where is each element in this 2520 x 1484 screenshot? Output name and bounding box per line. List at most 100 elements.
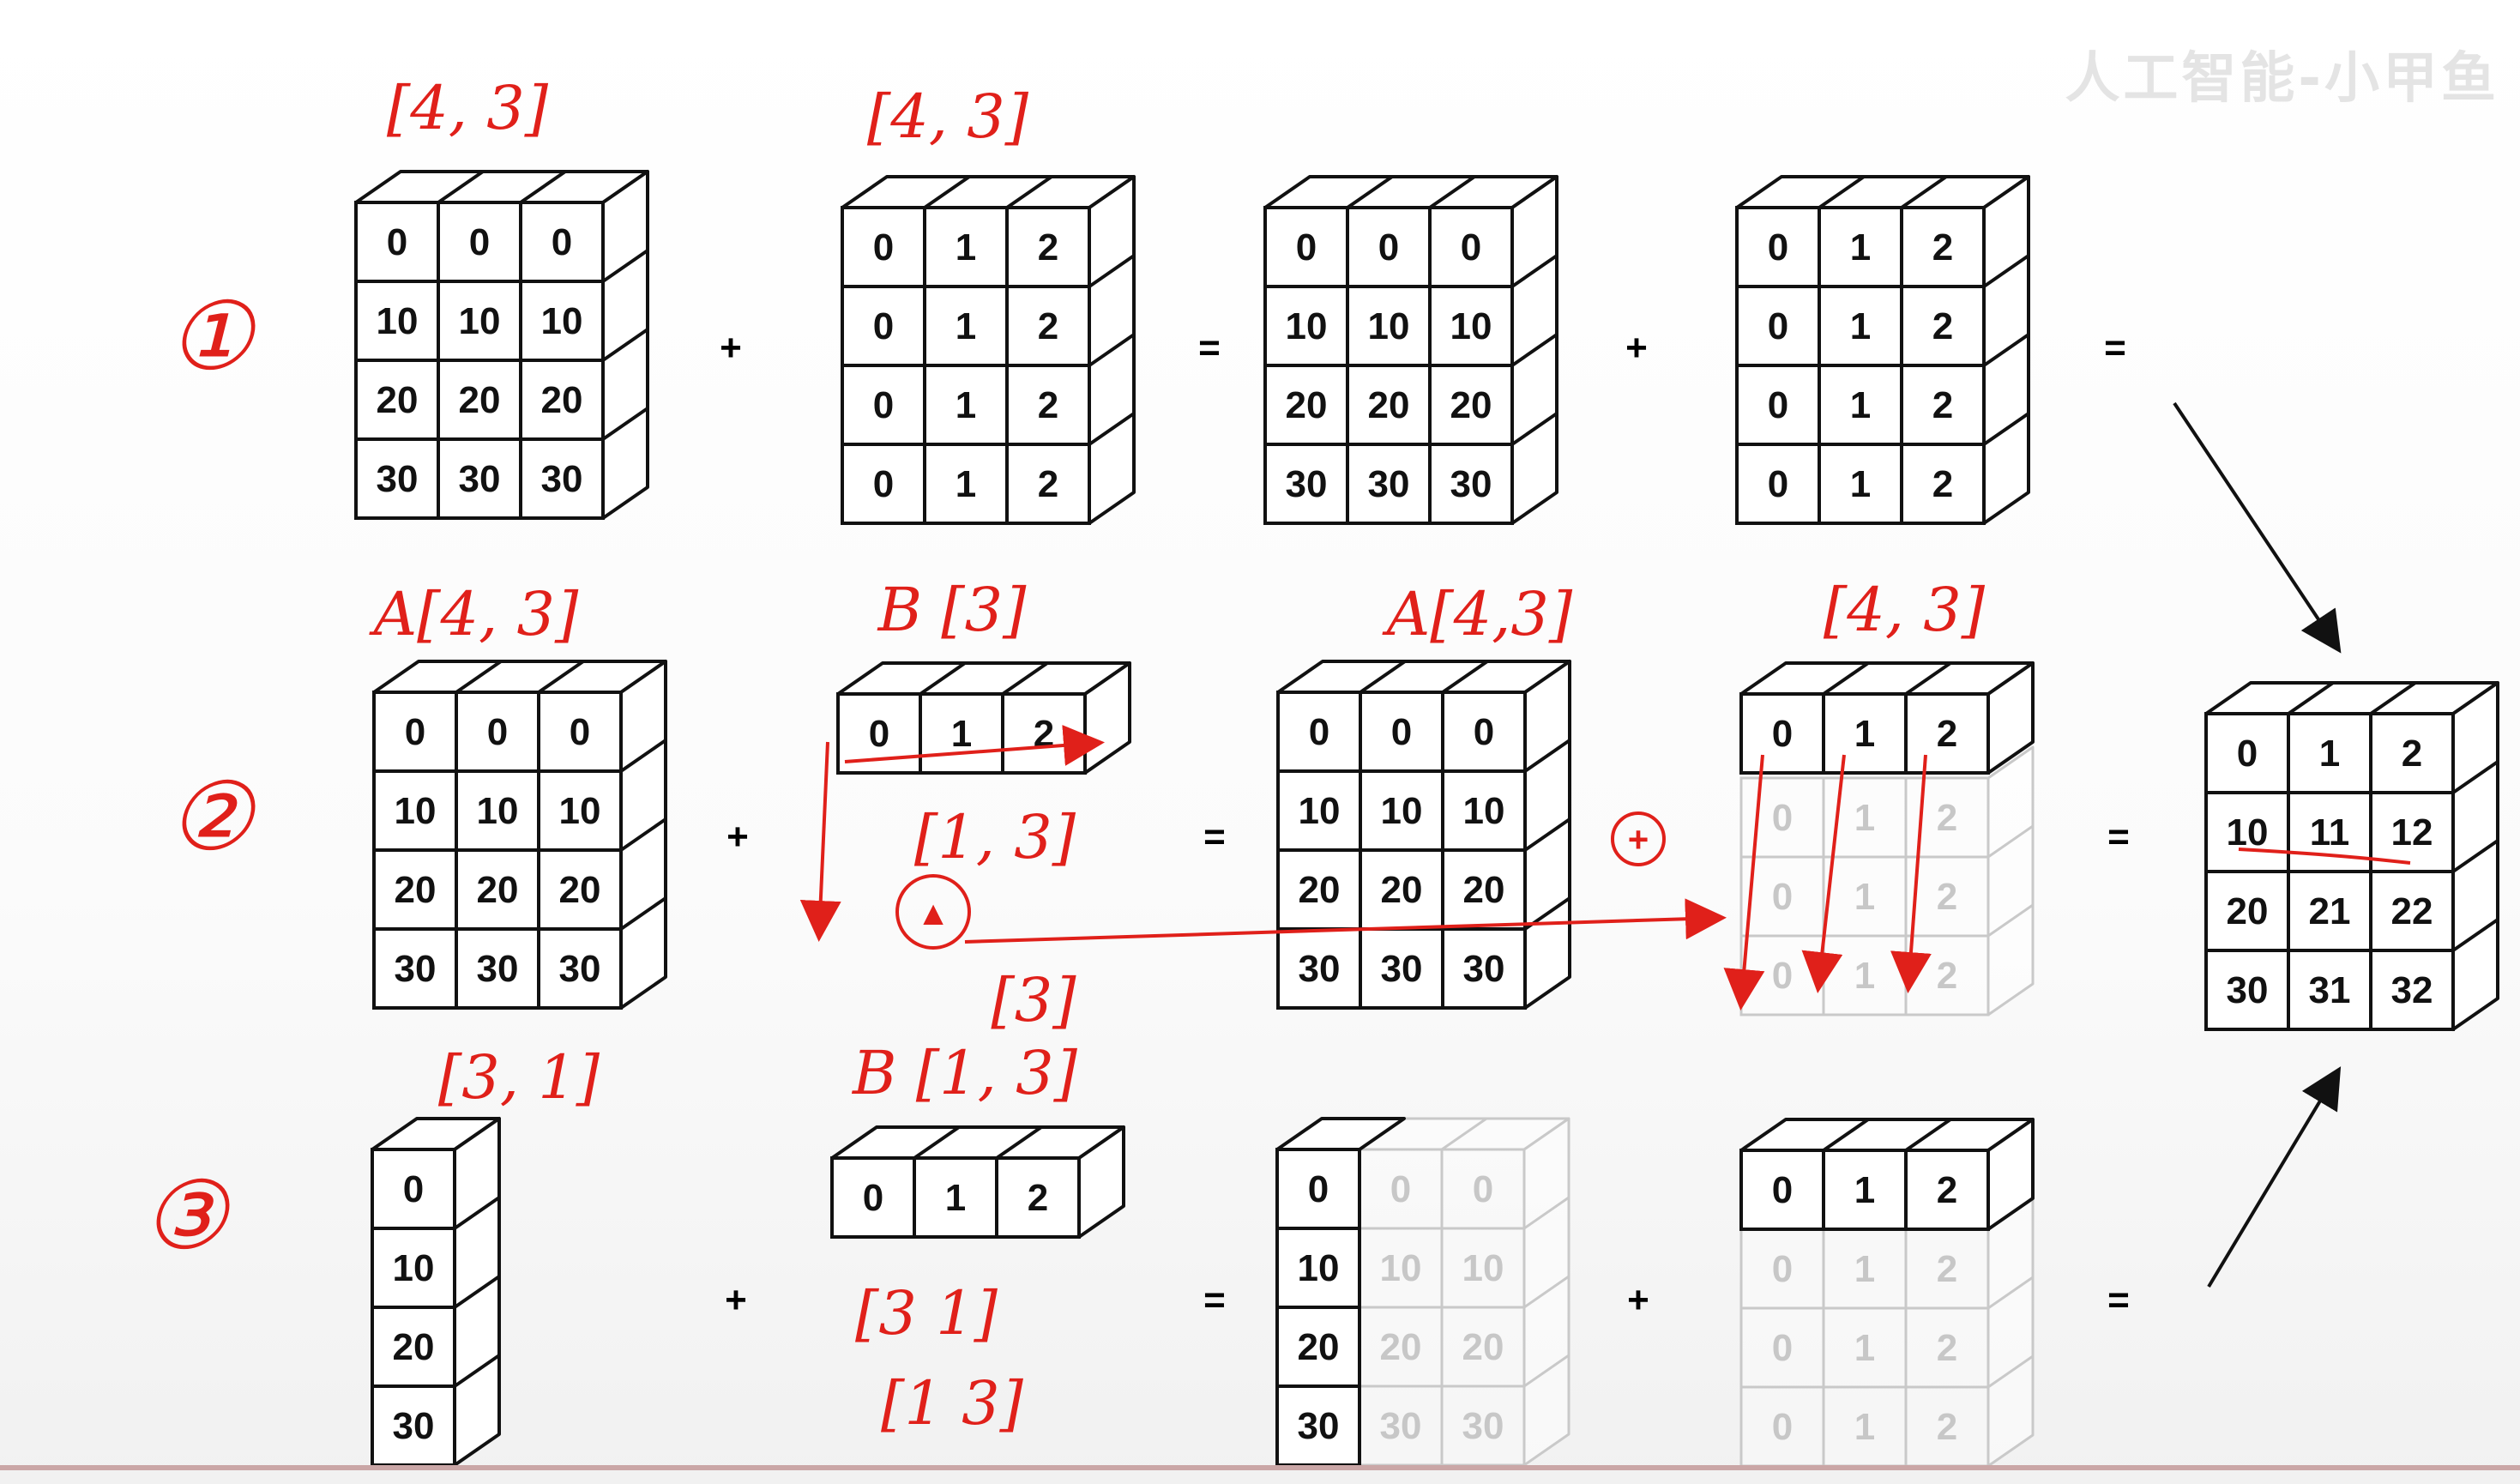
row-marker-2: ② — [168, 762, 257, 872]
cell-value: 1 — [956, 226, 976, 268]
cell-value: 30 — [377, 458, 419, 500]
grid-cell — [437, 201, 522, 283]
grid-top-face — [841, 175, 1136, 209]
grid-cell — [537, 927, 623, 1010]
cell-value: 0 — [1296, 226, 1317, 268]
cell-value: 10 — [2227, 811, 2269, 854]
cell-value: 10 — [1286, 305, 1328, 347]
shape-label: [3] — [991, 965, 1076, 1035]
plus-operator: + — [1625, 327, 1648, 369]
cell-value: 10 — [1368, 305, 1410, 347]
cell-value: 2 — [1932, 463, 1953, 505]
cell-value: 30 — [1380, 1405, 1422, 1447]
cell-value: 1 — [1854, 1327, 1875, 1369]
grid-cell — [437, 359, 522, 441]
watermark: 人工智能-小甲鱼 — [2065, 47, 2499, 111]
shape-label: [4, 3] — [867, 81, 1029, 152]
cell-value: 2 — [1932, 226, 1953, 268]
row-marker-1: ① — [168, 281, 257, 391]
cell-value: 0 — [869, 713, 889, 755]
cell-value: 10 — [393, 1247, 435, 1289]
cell-value: 0 — [873, 226, 894, 268]
grid-cell — [2369, 712, 2455, 794]
cell-value: 20 — [1299, 869, 1341, 911]
cell-value: 2 — [1932, 305, 1953, 347]
grid-cell — [1428, 206, 1514, 288]
shape-label: A[4,3] — [1382, 579, 1573, 649]
arrow-to-result — [2173, 401, 2342, 654]
shape-label: B [3] — [877, 575, 1028, 645]
grid-cell — [1822, 1385, 1908, 1468]
cell-value: 30 — [1286, 463, 1328, 505]
cell-value: 2 — [1937, 876, 1957, 918]
cell-value: 20 — [541, 379, 583, 421]
cell-value: 30 — [1462, 1405, 1504, 1447]
cell-value: 10 — [1463, 790, 1505, 832]
cell-value: 20 — [477, 869, 519, 911]
cell-value: 31 — [2309, 969, 2351, 1011]
grid-top-face — [1263, 175, 1558, 209]
shape-label: [1, 3] — [914, 802, 1076, 872]
cell-value: 1 — [1850, 226, 1871, 268]
cell-value: 20 — [1450, 384, 1492, 426]
cell-value: 1 — [1854, 1169, 1875, 1211]
equals-operator: = — [2107, 816, 2130, 858]
cell-value: 30 — [459, 458, 501, 500]
cell-value: 20 — [459, 379, 501, 421]
cell-value: 0 — [1461, 226, 1481, 268]
red-arrow — [1890, 754, 1932, 993]
grid-cell — [437, 280, 522, 362]
cell-value: 20 — [1298, 1326, 1340, 1368]
cell-value: 0 — [1308, 1168, 1329, 1210]
grid-cell — [923, 206, 1009, 288]
grid-cell — [1005, 364, 1091, 446]
cell-value: 30 — [1450, 463, 1492, 505]
cell-value: 0 — [1772, 1406, 1793, 1448]
cell-value: 1 — [956, 463, 976, 505]
grid-cell — [841, 206, 926, 288]
grid-cell — [2369, 949, 2455, 1031]
red-arrow — [844, 725, 1105, 766]
cell-value: 30 — [1368, 463, 1410, 505]
grid-cell — [1904, 1306, 1990, 1389]
cell-value: 2 — [1937, 1327, 1957, 1369]
cell-value: 1 — [1854, 876, 1875, 918]
grid-cell — [1275, 1148, 1361, 1230]
cell-value: 1 — [1854, 713, 1875, 755]
grid-cell — [2287, 949, 2372, 1031]
grid-top-face — [372, 660, 667, 694]
cell-value: 2 — [1937, 713, 1957, 755]
grid-cell — [2204, 949, 2290, 1031]
grid-cell — [1005, 206, 1091, 288]
cell-value: 0 — [1772, 1327, 1793, 1369]
cell-value: 2 — [1937, 797, 1957, 839]
grid-top-face — [2204, 681, 2499, 715]
cell-value: 0 — [1473, 1168, 1493, 1210]
grid-cell — [372, 848, 458, 931]
cell-value: 0 — [873, 463, 894, 505]
grid-cell — [371, 1148, 456, 1230]
cell-value: 2 — [1932, 384, 1953, 426]
grid-cell — [913, 1156, 998, 1239]
cell-value: 1 — [1850, 463, 1871, 505]
grid-cell — [537, 848, 623, 931]
grid-cell — [1275, 1384, 1361, 1467]
grid-cell — [1358, 1148, 1444, 1230]
cell-value: 1 — [1850, 305, 1871, 347]
cell-value: 2 — [1028, 1177, 1048, 1219]
cell-value: 0 — [1772, 1169, 1793, 1211]
cell-value: 21 — [2309, 890, 2351, 932]
cell-value: 0 — [1768, 226, 1788, 268]
grid-cell — [1275, 1306, 1361, 1388]
cell-value: 30 — [395, 948, 437, 990]
plus-operator: + — [720, 327, 742, 369]
plus-circle-annotation — [1611, 811, 1666, 866]
grid-cell — [371, 1306, 456, 1388]
shape-label: B [1, 3] — [851, 1038, 1078, 1108]
